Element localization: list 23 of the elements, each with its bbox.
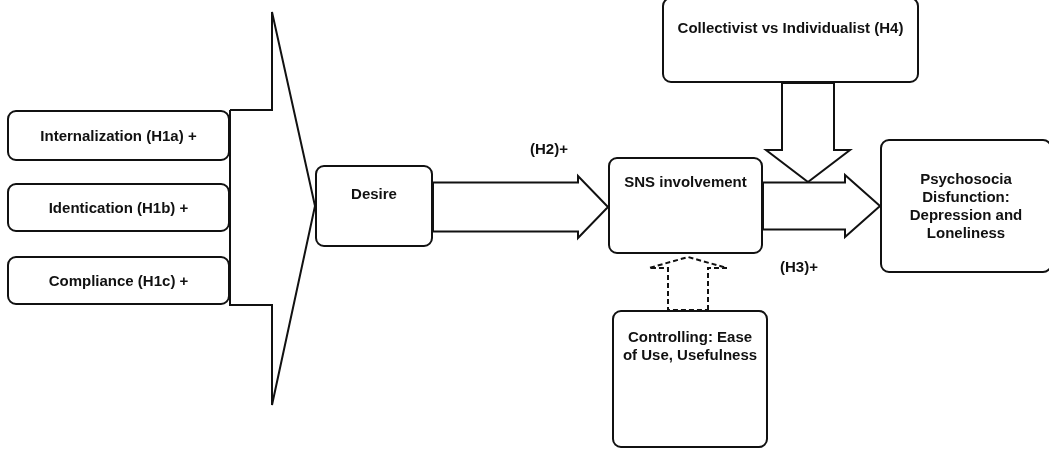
moderator-box bbox=[662, 0, 919, 83]
outcome-box bbox=[880, 139, 1049, 273]
node-label: Psychosocia Disfunction: Depression and Loneliness bbox=[908, 170, 1024, 242]
construct-box bbox=[608, 157, 763, 254]
converging-arrow bbox=[229, 11, 317, 406]
edge-label: (H2)+ bbox=[530, 140, 568, 157]
node-label: Collectivist vs Individualist (H4) bbox=[677, 19, 904, 37]
factor-box bbox=[7, 110, 230, 161]
node-label: Desire bbox=[351, 185, 397, 203]
node-label: SNS involvement bbox=[624, 173, 747, 191]
node-label: Controlling: Ease of Use, Usefulness bbox=[622, 328, 758, 364]
node-label: Internalization (H1a) + bbox=[40, 126, 197, 145]
factor-box bbox=[7, 256, 230, 305]
node-label: Identication (H1b) + bbox=[48, 198, 189, 217]
control-box bbox=[612, 310, 768, 448]
construct-box bbox=[315, 165, 433, 247]
node-label: Compliance (H1c) + bbox=[48, 271, 189, 290]
block-arrow bbox=[763, 82, 853, 184]
block-arrow bbox=[648, 255, 728, 311]
block-arrow bbox=[432, 173, 610, 241]
edge-label: (H3)+ bbox=[780, 258, 818, 275]
factor-box bbox=[7, 183, 230, 232]
block-arrow bbox=[762, 172, 882, 240]
